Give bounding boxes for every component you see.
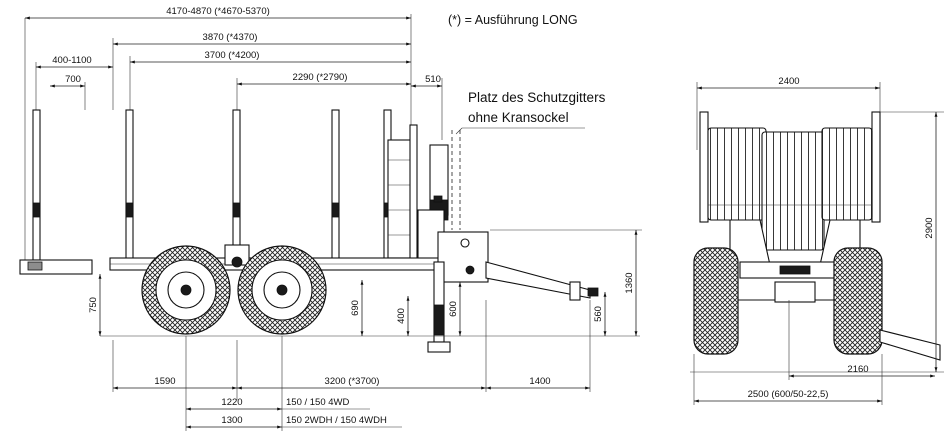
dim-2290: 2290 (*2790): [293, 72, 348, 83]
dim-600: 600: [448, 301, 459, 317]
side-view-trailer: [19, 109, 640, 353]
dim-1360: 1360: [624, 272, 635, 293]
dim-560: 560: [593, 306, 604, 322]
dim-690: 690: [350, 300, 361, 316]
dim-3700: 3700 (*4200): [205, 50, 260, 61]
tyre-option-1: 150 / 150 4WD: [286, 397, 350, 408]
svg-text:(*) = Ausführung LONG: (*) = Ausführung LONG: [448, 13, 578, 27]
rear-frame: [729, 219, 861, 303]
wheel-rear: [237, 245, 327, 335]
dim-2500: 2500 (600/50-22,5): [748, 389, 829, 400]
dim-2400: 2400: [778, 76, 799, 87]
guard-note: Platz des Schutzgitters ohne Kransockel: [455, 90, 606, 135]
wheel-front: [141, 245, 231, 335]
dim-1220: 1220: [221, 397, 242, 408]
side-view-vertical-dimensions: 750 690 400 600 560 1360: [88, 229, 642, 336]
side-view-top-dimensions: 4170-4870 (*4670-5370) 3870 (*4370) 3700…: [24, 6, 443, 268]
dim-3870: 3870 (*4370): [203, 32, 258, 43]
rear-headboard: [707, 127, 873, 251]
dim-400-1100: 400-1100: [52, 55, 91, 66]
note-long-version: (*) = Ausführung LONG: [448, 13, 578, 27]
svg-text:Platz des Schutzgitters: Platz des Schutzgitters: [468, 90, 606, 105]
dim-1400: 1400: [529, 376, 550, 387]
dim-3200: 3200 (*3700): [325, 376, 380, 387]
dim-750: 750: [88, 297, 99, 313]
dim-1590: 1590: [154, 376, 175, 387]
front-headboard: [387, 124, 418, 261]
stakes: [32, 109, 392, 261]
support-leg: [427, 261, 451, 353]
dim-1300: 1300: [221, 415, 242, 426]
dim-400: 400: [396, 308, 407, 324]
rear-tyre-left: [693, 247, 739, 355]
svg-text:ohne Kransockel: ohne Kransockel: [468, 110, 569, 125]
bogie: [224, 244, 250, 268]
dim-2160: 2160: [847, 364, 868, 375]
dim-510: 510: [425, 74, 441, 85]
dim-700: 700: [65, 74, 81, 85]
dim-2900: 2900: [924, 217, 935, 238]
rear-view-trailer: 2400 2900: [690, 76, 944, 405]
rear-tyre-right: [833, 247, 883, 355]
dim-total-length: 4170-4870 (*4670-5370): [166, 6, 270, 17]
tyre-option-2: 150 2WDH / 150 4WDH: [286, 415, 387, 426]
side-view-bottom-dimensions: 1590 3200 (*3700) 1400 1220 150 / 150 4W…: [112, 300, 591, 431]
